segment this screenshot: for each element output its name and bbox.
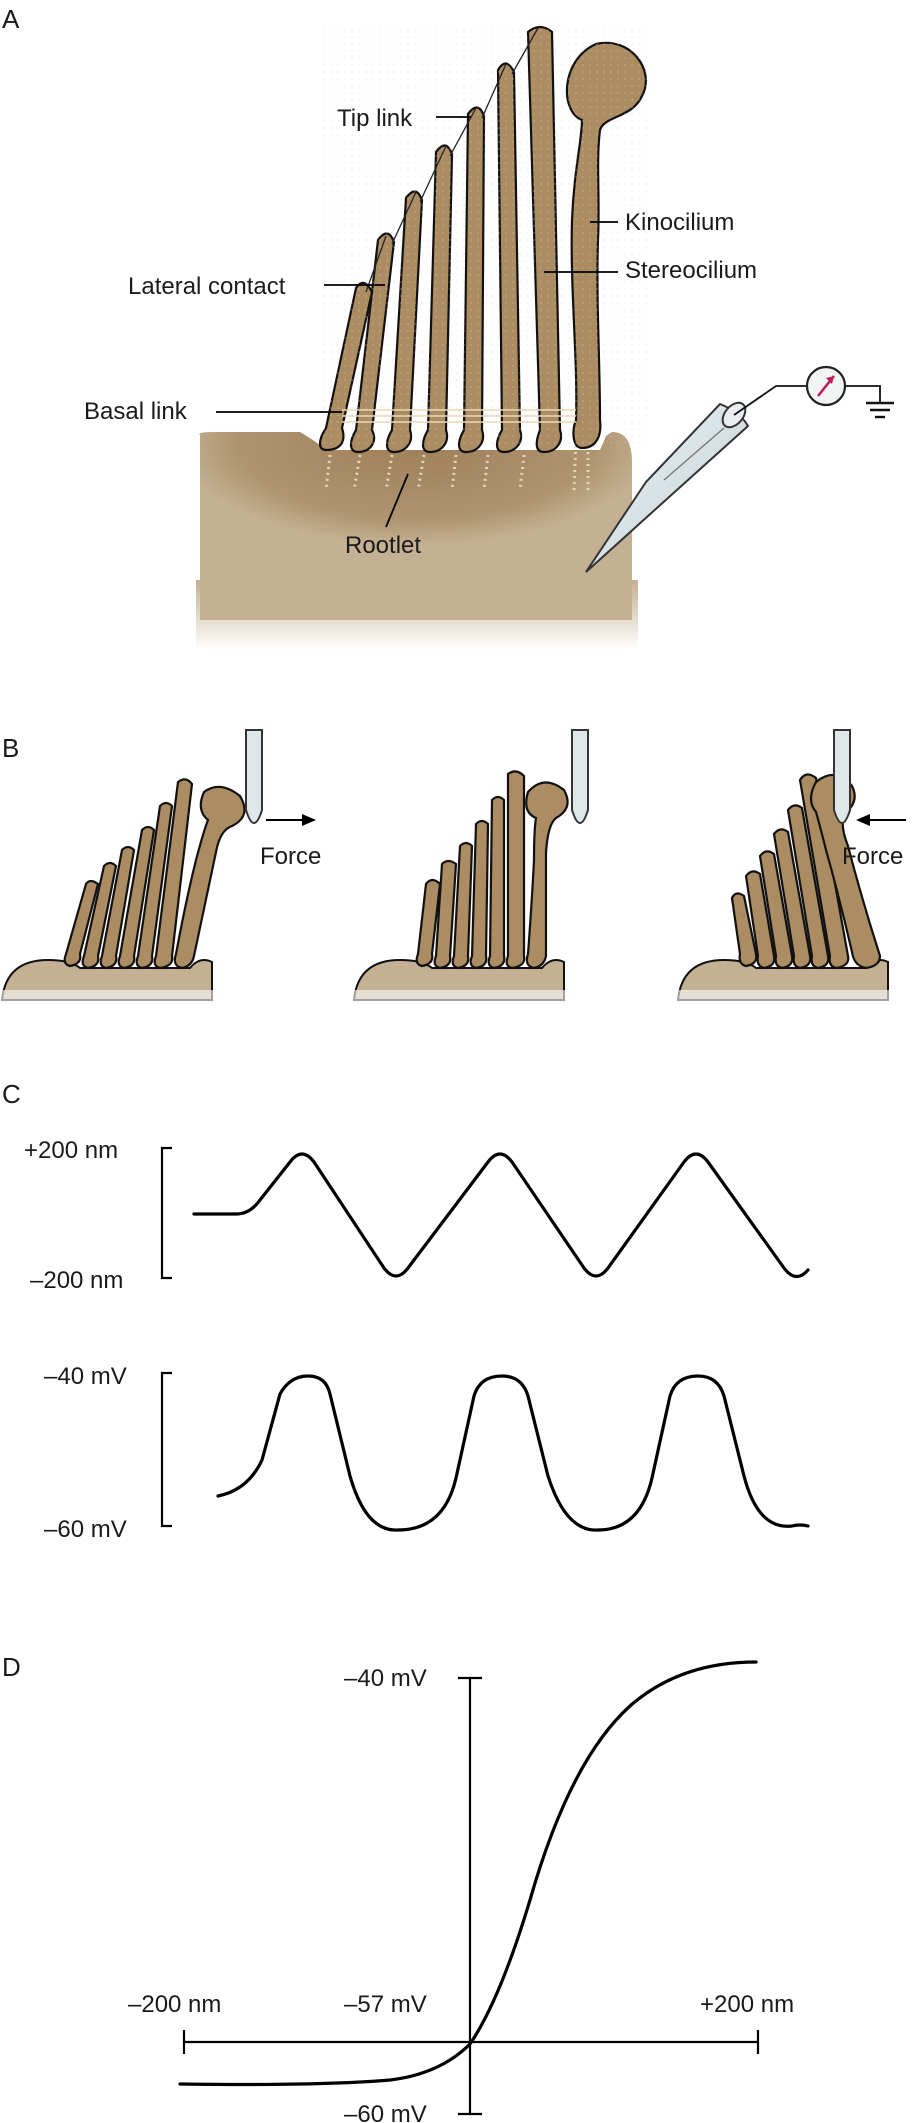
x-label-right: +200 nm (700, 1991, 794, 2018)
kinocilium-small (173, 785, 246, 970)
arrowhead-right (302, 814, 316, 826)
basal-links (342, 409, 576, 423)
label-rootlet: Rootlet (345, 532, 421, 559)
displacement-scale-bar (160, 1146, 172, 1280)
stereocilia (318, 25, 650, 454)
panel-d-letter: D (2, 1652, 21, 1682)
bundle-right (676, 773, 890, 1004)
label-force-left: Force (260, 843, 321, 870)
receptor-potential-trace (216, 1374, 810, 1532)
label-lateral-contact: Lateral contact (128, 273, 286, 300)
panel-c-letter: C (2, 1079, 21, 1109)
stereocilium-small-6 (153, 778, 194, 970)
kinocilium (565, 41, 647, 450)
probe-left (245, 729, 263, 824)
bundle-left (0, 778, 246, 1004)
stereocilium-5 (457, 106, 486, 454)
label-tip-link: Tip link (337, 105, 413, 132)
y-label-bottom: –60 mV (344, 2101, 427, 2123)
stereocilium-small-1 (63, 879, 100, 968)
stereocilium-small-5 (135, 801, 174, 970)
label-basal-link: Basal link (84, 398, 188, 425)
rootlets (324, 439, 590, 491)
recording-electrode (585, 365, 894, 573)
pot-axis-top: –40 mV (44, 1363, 127, 1390)
disp-axis-top: +200 nm (24, 1137, 118, 1164)
stereocilium-small-3 (99, 845, 136, 970)
label-stereocilium: Stereocilium (625, 257, 757, 284)
stereocilium-6 (495, 62, 523, 454)
disp-axis-bottom: –200 nm (30, 1267, 123, 1294)
probe-middle (571, 729, 589, 824)
displacement-trace-group: +200 nm –200 nm (24, 1137, 810, 1294)
stereocilium-small-4 (117, 825, 156, 970)
transfer-function-plot: –200 nm +200 nm –40 mV –57 mV –60 mV (128, 1660, 794, 2123)
stereocilium-small-2 (81, 861, 118, 970)
y-label-top: –40 mV (344, 1665, 427, 1692)
probe-right (833, 729, 851, 824)
leader-rootlet (385, 473, 409, 528)
cell-body (199, 432, 633, 620)
bundle-middle (352, 770, 569, 1004)
origin-label: –57 mV (344, 1991, 427, 2018)
panel-a-letter: A (2, 4, 20, 34)
displacement-trace (192, 1152, 810, 1279)
arrowhead-left (856, 814, 870, 826)
pot-axis-bottom: –60 mV (44, 1516, 127, 1543)
x-label-left: –200 nm (128, 1991, 221, 2018)
potential-trace-group: –40 mV –60 mV (44, 1363, 810, 1543)
hair-cell-a: Tip link Kinocilium Lateral contact Ster… (84, 25, 894, 650)
potential-scale-bar (160, 1371, 172, 1528)
transfer-curve (178, 1660, 758, 2087)
stereocilium-7 (526, 25, 563, 454)
tip-links (365, 27, 539, 293)
stereocilium-3 (385, 190, 424, 454)
stereocilium-4 (421, 144, 454, 454)
panel-b-letter: B (2, 733, 19, 763)
cell-body-fade (196, 580, 638, 650)
label-kinocilium: Kinocilium (625, 209, 734, 236)
label-force-right: Force (842, 843, 903, 870)
ground-icon (866, 401, 894, 419)
